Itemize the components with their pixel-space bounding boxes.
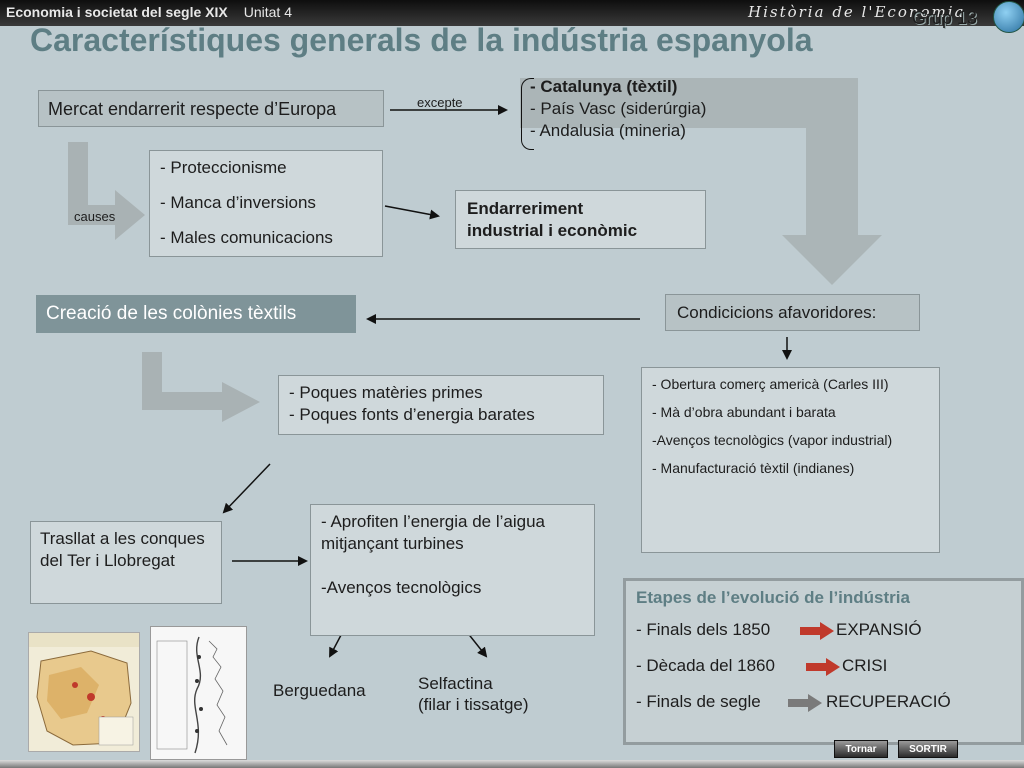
favorable-conditions-box: - Obertura comerç americà (Carles III) -…	[641, 367, 940, 553]
tornar-button[interactable]: Tornar	[834, 740, 888, 758]
cause-item: - Manca d’inversions	[160, 193, 316, 213]
sortir-button[interactable]: SORTIR	[898, 740, 958, 758]
arrow-causes-endarreriment	[384, 205, 440, 220]
creacio-box: Creació de les colònies tèxtils	[36, 295, 356, 333]
unit-label: Unitat 4	[243, 4, 292, 20]
group-label: Grup 13	[912, 8, 978, 28]
causes-bend-arrow-icon	[68, 142, 145, 240]
condition-item: - Mà d’obra abundant i barata	[652, 404, 836, 420]
etapa-row: - Finals de segle RECUPERACIÓ	[636, 692, 1011, 728]
red-arrow-icon	[806, 658, 840, 676]
berguedana-label: Berguedana	[273, 681, 366, 700]
page-title: Característiques generals de la indústri…	[30, 22, 813, 58]
map-illustration-icon	[156, 636, 228, 754]
exception-item: - Catalunya (tèxtil)	[530, 77, 678, 96]
etapa-stage: EXPANSIÓ	[836, 620, 922, 639]
exceptions-list: - Catalunya (tèxtil) - País Vasc (siderú…	[530, 76, 706, 142]
exception-item: - País Vasc (siderúrgia)	[530, 99, 707, 119]
etapes-box: Etapes de l’evolució de l’indústria - Fi…	[623, 578, 1024, 745]
llobregat-colonies-map-thumbnail	[150, 626, 247, 760]
causes-label: causes	[74, 209, 116, 224]
red-arrow-icon	[788, 694, 822, 712]
etapes-title: Etapes de l’evolució de l’indústria	[636, 588, 910, 607]
mercat-box: Mercat endarrerit respecte d’Europa	[38, 90, 384, 127]
aprofiten-p2: -Avenços tecnològics	[321, 578, 482, 598]
etapa-row: - Finals dels 1850 EXPANSIÓ	[636, 620, 1011, 656]
etapa-period: - Finals dels 1850	[636, 620, 771, 639]
condicions-box: Condicicions afavoridores:	[665, 294, 920, 331]
etapa-period: - Finals de segle	[636, 692, 761, 711]
etapa-stage: RECUPERACIÓ	[826, 692, 951, 711]
creacio-bend-arrow-icon	[142, 352, 260, 422]
arrow-poques-trasllat	[222, 463, 271, 514]
red-arrow-icon	[800, 622, 834, 640]
selfactina-line2: (filar i tissatge)	[418, 695, 529, 715]
exception-item: - Andalusia (mineria)	[530, 121, 686, 141]
bottom-bar	[0, 760, 1024, 768]
exceptions-bracket	[521, 78, 534, 150]
condition-item: - Obertura comerç americà (Carles III)	[652, 376, 889, 392]
cause-item: - Proteccionisme	[160, 158, 287, 177]
mercat-text: Mercat endarrerit respecte d’Europa	[48, 99, 337, 119]
globe-logo-icon	[993, 1, 1024, 33]
causes-box: - Proteccionisme - Manca d’inversions - …	[149, 150, 383, 257]
endarreriment-line1: Endarreriment	[467, 199, 584, 218]
excepte-label: excepte	[417, 95, 463, 110]
decorative-script-title: Història de l'Economia	[748, 3, 966, 21]
condition-item: -Avenços tecnològics (vapor industrial)	[652, 432, 893, 448]
cause-item: - Males comunicacions	[160, 228, 333, 248]
poques-box: - Poques matèries primes - Poques fonts …	[278, 375, 604, 435]
aprofiten-p1: - Aprofiten l’energia de l’aigua mitjanç…	[321, 512, 545, 554]
selfactina-label: Selfactina (filar i tissatge)	[418, 673, 529, 716]
poques-item: - Poques fonts d’energia barates	[289, 405, 535, 425]
endarreriment-line2: industrial i econòmic	[467, 221, 638, 241]
poques-item: - Poques matèries primes	[289, 383, 483, 402]
catalonia-cotton-map-thumbnail	[28, 632, 140, 752]
etapa-row: - Dècada del 1860 CRISI	[636, 656, 1011, 692]
condition-item: - Manufacturació tèxtil (indianes)	[652, 460, 855, 476]
map-illustration-icon	[29, 633, 139, 746]
trasllat-box: Trasllat a les conques del Ter i Llobreg…	[30, 521, 222, 604]
selfactina-line1: Selfactina	[418, 674, 493, 693]
etapa-stage: CRISI	[842, 656, 888, 675]
aprofiten-box: - Aprofiten l’energia de l’aigua mitjanç…	[310, 504, 595, 636]
etapa-period: - Dècada del 1860	[636, 656, 775, 675]
endarreriment-box: Endarreriment industrial i econòmic	[455, 190, 706, 249]
